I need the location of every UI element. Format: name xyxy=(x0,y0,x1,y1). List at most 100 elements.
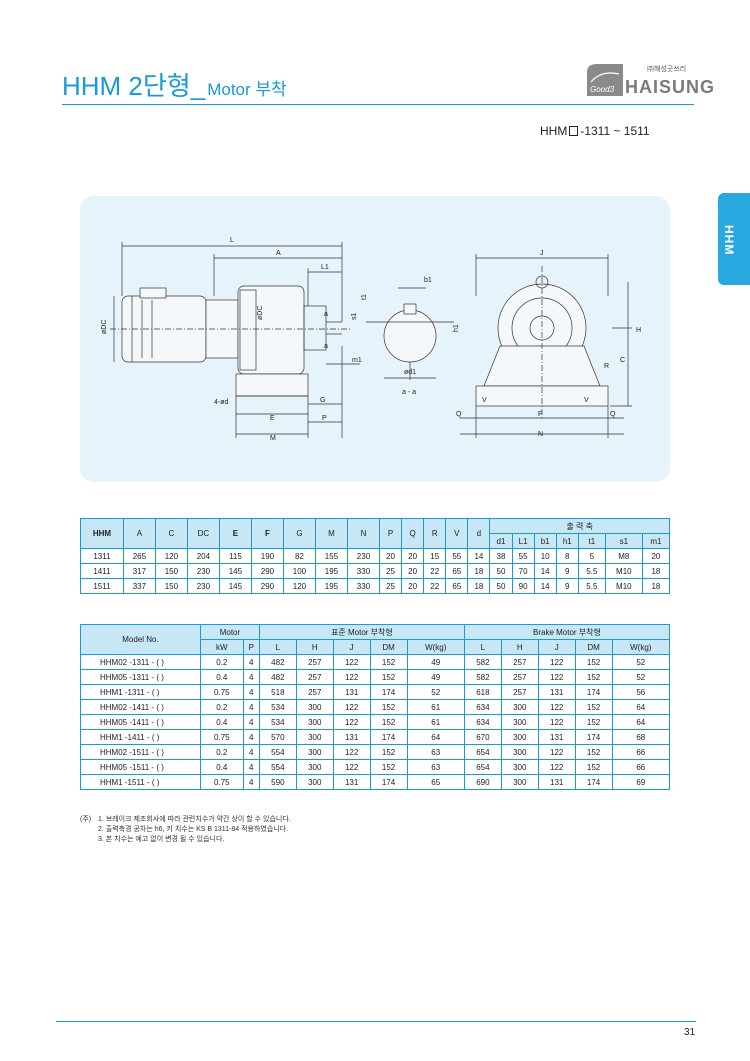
model-row-label: HHM02 -1311 - ( ) xyxy=(80,654,201,670)
model-cell: 4 xyxy=(242,669,260,685)
model-cell: 482 xyxy=(258,654,297,670)
model-subheader-cell: W(kg) xyxy=(611,639,671,655)
model-cell: 122 xyxy=(537,699,576,715)
model-cell: 300 xyxy=(295,714,334,730)
model-subheader-cell: P xyxy=(242,639,260,655)
model-cell: 654 xyxy=(463,744,502,760)
model-cell: 0.75 xyxy=(200,684,244,700)
model-cell: 152 xyxy=(574,669,613,685)
model-cell: 131 xyxy=(537,684,576,700)
dim-label-t1: t1 xyxy=(361,294,368,300)
model-cell: 131 xyxy=(332,729,371,745)
output-shaft-header: 출 력 축 xyxy=(489,518,670,534)
dim-label-DC: øDC xyxy=(101,320,108,334)
model-cell: 4 xyxy=(242,729,260,745)
dims-cell: 55 xyxy=(511,548,535,564)
model-cell: 0.75 xyxy=(200,729,244,745)
note-item: 1. 브레이크 제조회사에 따라 관련치수가 약간 상이 할 수 있습니다. xyxy=(98,816,291,823)
model-cell: 174 xyxy=(574,684,613,700)
model-cell: 122 xyxy=(332,669,371,685)
dims-header-cell: Q xyxy=(401,518,425,549)
model-cell: 174 xyxy=(369,729,408,745)
dims-header-cell: P xyxy=(378,518,403,549)
model-row-label: HHM05 -1411 - ( ) xyxy=(80,714,201,730)
dims-header-cell: E xyxy=(218,518,252,549)
dims-cell: 14 xyxy=(533,563,557,579)
dim-label-E: E xyxy=(270,415,275,422)
model-cell: 49 xyxy=(406,669,465,685)
model-cell: 257 xyxy=(500,684,539,700)
model-cell: 152 xyxy=(369,759,408,775)
motor-header: Motor xyxy=(200,624,260,640)
model-cell: 66 xyxy=(611,744,671,760)
dims-cell: 195 xyxy=(314,578,348,594)
dims-subheader-cell: L1 xyxy=(511,533,535,549)
model-cell: 4 xyxy=(242,774,260,790)
dims-cell: 20 xyxy=(401,548,425,564)
dims-cell: 50 xyxy=(489,578,513,594)
dim-label-Q-left: Q xyxy=(456,411,462,418)
model-cell: 654 xyxy=(463,759,502,775)
model-subheader-cell: J xyxy=(332,639,371,655)
dim-label-s1: s1 xyxy=(351,313,358,321)
model-row-label: HHM1 -1411 - ( ) xyxy=(80,729,201,745)
dims-cell: 190 xyxy=(250,548,284,564)
dim-label-F: F xyxy=(538,411,542,418)
model-cell: 61 xyxy=(406,714,465,730)
model-cell: 582 xyxy=(463,669,502,685)
dims-header-cell: R xyxy=(423,518,447,549)
model-subheader-cell: DM xyxy=(369,639,408,655)
model-cell: 122 xyxy=(537,759,576,775)
model-row-label: HHM1 -1511 - ( ) xyxy=(80,774,201,790)
model-cell: 300 xyxy=(295,699,334,715)
model-subheader-cell: DM xyxy=(574,639,613,655)
dims-cell: 50 xyxy=(489,563,513,579)
dims-cell: 5.5 xyxy=(577,578,606,594)
model-cell: 122 xyxy=(332,759,371,775)
dims-cell: M10 xyxy=(604,578,643,594)
dim-label-DC2: øDC xyxy=(257,306,264,320)
model-cell: 131 xyxy=(332,684,371,700)
dim-label-L: L xyxy=(230,237,234,244)
dim-label-P: P xyxy=(322,415,327,422)
model-cell: 65 xyxy=(406,774,465,790)
dims-cell: 20 xyxy=(378,548,403,564)
dim-label-a-bottom: a xyxy=(324,343,328,350)
model-cell: 122 xyxy=(332,699,371,715)
model-cell: 152 xyxy=(574,744,613,760)
dims-cell: 25 xyxy=(378,563,403,579)
dim-label-m1: m1 xyxy=(352,357,362,364)
model-cell: 482 xyxy=(258,669,297,685)
logo-company-name: HAISUNG xyxy=(625,77,716,97)
note-item: 3. 본 치수는 예고 없이 변경 될 수 있습니다. xyxy=(98,836,225,843)
dims-cell: 20 xyxy=(401,563,425,579)
dims-header-cell: G xyxy=(282,518,316,549)
model-cell: 554 xyxy=(258,759,297,775)
model-row-label: HHM1 -1311 - ( ) xyxy=(80,684,201,700)
model-cell: 634 xyxy=(463,699,502,715)
model-cell: 670 xyxy=(463,729,502,745)
note-item: 2. 출력축경 공차는 h6, 키 치수는 KS B 1311-84 적용하였습… xyxy=(98,826,289,833)
model-cell: 122 xyxy=(537,744,576,760)
model-cell: 0.4 xyxy=(200,714,244,730)
model-cell: 4 xyxy=(242,684,260,700)
dim-label-M: M xyxy=(270,435,276,442)
notes-head: (주) xyxy=(80,816,92,823)
model-cell: 4 xyxy=(242,714,260,730)
range-suffix: -1311 ~ 1511 xyxy=(580,124,650,138)
range-prefix: HHM xyxy=(540,124,568,138)
dims-cell: 22 xyxy=(423,578,447,594)
dim-label-L1: L1 xyxy=(321,264,329,271)
model-cell: 518 xyxy=(258,684,297,700)
side-tab-label: HHM xyxy=(722,225,736,256)
model-cell: 122 xyxy=(537,714,576,730)
dims-cell: 5 xyxy=(577,548,606,564)
model-cell: 570 xyxy=(258,729,297,745)
dim-label-h1: h1 xyxy=(453,324,460,332)
model-cell: 0.2 xyxy=(200,699,244,715)
